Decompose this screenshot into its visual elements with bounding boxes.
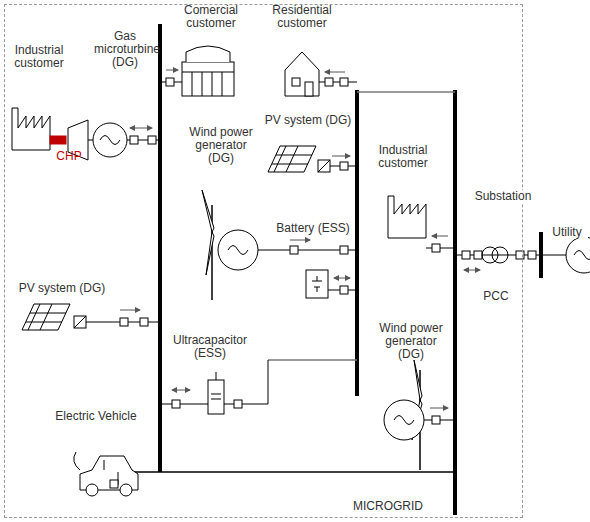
chp-label: CHP	[52, 150, 86, 163]
ultracapacitor-label: Ultracapacitor (ESS)	[164, 334, 256, 360]
industrial-customer-label: Industrial customer	[4, 44, 74, 70]
pcc-label: PCC	[476, 290, 516, 303]
commercial-customer-label: Comercial customer	[176, 4, 246, 30]
microgrid-boundary: MICROGRID	[4, 4, 523, 518]
electric-vehicle-label: Electric Vehicle	[44, 410, 148, 423]
industrial-customer-label: Industrial customer	[368, 144, 438, 170]
wind-generator-label: Wind power generator (DG)	[372, 322, 450, 361]
pv-system-label: PV system (DG)	[14, 282, 110, 295]
wind-generator-label: Wind power generator (DG)	[186, 126, 256, 165]
substation-label: Substation	[468, 190, 538, 203]
gas-microturbine-label: Gas microturbine (DG)	[94, 30, 156, 69]
battery-label: Battery (ESS)	[272, 222, 354, 235]
pv-system-label: PV system (DG)	[264, 114, 352, 127]
region-title: MICROGRID	[353, 500, 423, 513]
utility-label: Utility	[546, 226, 588, 239]
residential-customer-label: Residential customer	[262, 4, 342, 30]
